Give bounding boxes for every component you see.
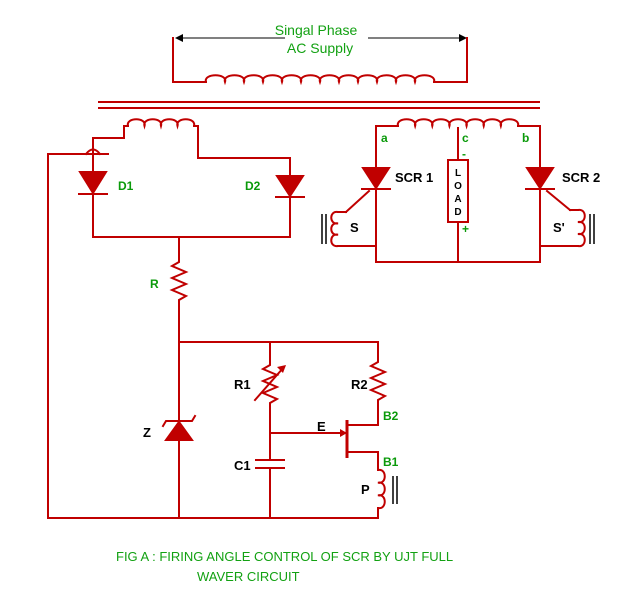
supply-title-line2: AC Supply bbox=[287, 40, 353, 56]
diode-d1 bbox=[78, 162, 108, 238]
terminal-minus: - bbox=[462, 147, 466, 161]
pulse-winding-p bbox=[377, 468, 398, 519]
label-p: P bbox=[361, 482, 370, 497]
label-b1: B1 bbox=[383, 455, 399, 469]
resistor-r bbox=[169, 236, 189, 343]
label-c1: C1 bbox=[234, 458, 251, 473]
load-letter-4: D bbox=[454, 207, 461, 218]
label-e: E bbox=[317, 419, 326, 434]
scr-2 bbox=[525, 167, 572, 263]
primary-winding bbox=[172, 74, 468, 86]
label-scr2: SCR 2 bbox=[562, 170, 600, 185]
load-letter-2: O bbox=[454, 181, 462, 192]
label-r2: R2 bbox=[351, 377, 368, 392]
pulse-winding-s bbox=[321, 210, 377, 248]
pulse-winding-s-prime bbox=[539, 208, 595, 248]
supply-bracket bbox=[172, 34, 468, 83]
load-letter-1: L bbox=[455, 168, 461, 179]
label-scr1: SCR 1 bbox=[395, 170, 433, 185]
right-secondary-winding bbox=[375, 118, 541, 167]
terminal-c: c bbox=[462, 131, 469, 145]
load-letter-3: A bbox=[454, 194, 461, 205]
resistor-r2 bbox=[368, 341, 388, 426]
terminal-b: b bbox=[522, 131, 529, 145]
label-r1: R1 bbox=[234, 377, 251, 392]
label-d2: D2 bbox=[245, 179, 261, 193]
supply-title-line1: Singal Phase bbox=[275, 22, 358, 38]
terminal-a: a bbox=[381, 131, 388, 145]
caption-line1: FIG A : FIRING ANGLE CONTROL OF SCR BY U… bbox=[116, 549, 453, 564]
terminal-plus: + bbox=[462, 222, 469, 236]
label-d1: D1 bbox=[118, 179, 134, 193]
caption-line2: WAVER CIRCUIT bbox=[197, 569, 300, 584]
label-r: R bbox=[150, 277, 159, 291]
label-b2: B2 bbox=[383, 409, 399, 423]
scr-1 bbox=[344, 167, 391, 263]
resistor-r1 bbox=[253, 341, 286, 460]
transformer-core bbox=[98, 101, 540, 109]
ujt-transistor bbox=[269, 420, 379, 471]
diode-d2 bbox=[275, 175, 305, 238]
label-z: Z bbox=[143, 425, 151, 440]
capacitor-c1 bbox=[255, 459, 285, 519]
zener-z bbox=[161, 341, 197, 519]
load-box bbox=[447, 159, 469, 263]
left-secondary-winding bbox=[47, 118, 379, 519]
label-s: S bbox=[350, 220, 359, 235]
label-s-prime: S' bbox=[553, 220, 565, 235]
